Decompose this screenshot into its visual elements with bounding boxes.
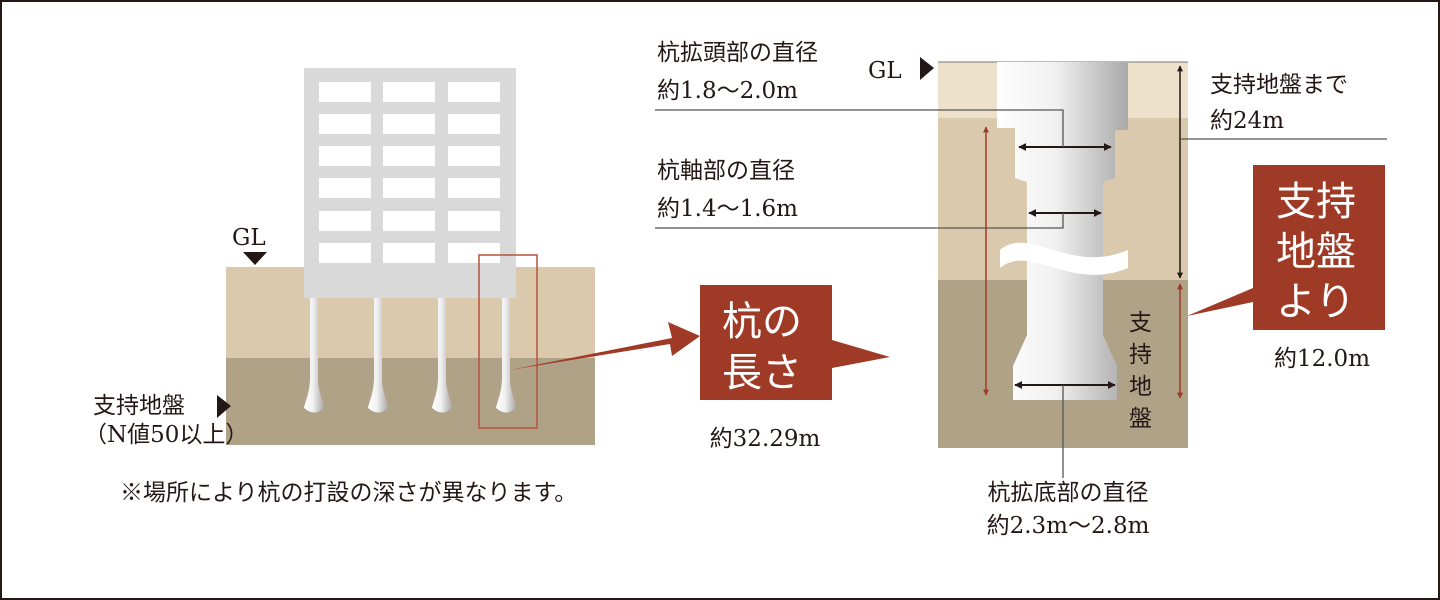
depth-value: 約24m <box>1210 108 1284 134</box>
head-diameter-label: 杭拡頭部の直径 <box>657 40 818 66</box>
building-overview: GL 支持地盤 （N値50以上） ※場所により杭の打設の深さが異なります。 <box>84 68 595 506</box>
highlight-box <box>478 254 538 429</box>
piles <box>304 298 516 413</box>
shaft-diameter-label: 杭軸部の直径 <box>657 158 795 184</box>
window <box>319 114 371 134</box>
pile <box>496 298 516 413</box>
bearing-note: （N値50以上） <box>84 422 248 448</box>
window <box>319 146 371 166</box>
break-mark <box>1000 242 1128 275</box>
window <box>319 243 371 263</box>
pile <box>304 298 324 413</box>
pile-length-value: 約32.29m <box>710 426 821 452</box>
bearing-vertical-char: 支 <box>1129 310 1152 336</box>
shaft-diameter-value: 約1.4〜1.6m <box>657 196 798 222</box>
window <box>448 211 500 231</box>
bearing-vertical-char: 持 <box>1129 342 1152 368</box>
callout-line3: より <box>1276 279 1355 325</box>
head-diameter-value: 約1.8〜2.0m <box>657 78 798 104</box>
window <box>319 211 371 231</box>
gl-marker-icon <box>920 57 934 80</box>
callout-line2: 地盤 <box>1276 229 1356 275</box>
callout-box <box>1187 165 1385 330</box>
window <box>383 82 435 102</box>
base-diameter-label: 杭拡底部の直径 <box>988 480 1149 506</box>
callout-line2: 長さ <box>722 350 802 396</box>
window <box>383 178 435 198</box>
pile-length-callout: 杭の 長さ 約32.29m <box>510 285 890 452</box>
window <box>448 243 500 263</box>
window <box>383 211 435 231</box>
window <box>448 114 500 134</box>
window <box>319 82 371 102</box>
callout-line1: 杭の <box>722 299 802 345</box>
bearing-label: 支持地盤 <box>93 393 185 419</box>
window <box>383 114 435 134</box>
bearing-depth-value: 約12.0m <box>1274 346 1370 372</box>
bearing-layer <box>226 358 595 445</box>
window <box>383 243 435 263</box>
bearing-marker-icon <box>217 395 231 418</box>
callout-line1: 支持 <box>1276 179 1356 225</box>
gl-label-left: GL <box>232 225 266 251</box>
window <box>319 178 371 198</box>
building-windows <box>319 82 500 263</box>
depth-label: 支持地盤まで <box>1210 72 1348 98</box>
pile <box>368 298 388 413</box>
window <box>448 146 500 166</box>
gl-marker-icon <box>243 252 267 265</box>
callout-box <box>700 285 890 400</box>
footnote: ※場所により杭の打設の深さが異なります。 <box>120 480 577 506</box>
bearing-callout: 支持 地盤 より 約12.0m <box>1187 165 1385 372</box>
base-diameter-value: 約2.3m〜2.8m <box>987 513 1150 539</box>
pile-detail: GL 杭拡頭部の直径 約1.8〜2.0m 杭軸部の直径 約1.4〜1.6m 杭拡… <box>655 40 1387 539</box>
window <box>383 146 435 166</box>
pile <box>432 298 452 413</box>
bearing-vertical-char: 地 <box>1129 374 1152 400</box>
gl-label-right: GL <box>868 58 902 84</box>
window <box>448 178 500 198</box>
window <box>448 82 500 102</box>
bearing-vertical-char: 盤 <box>1129 406 1152 432</box>
